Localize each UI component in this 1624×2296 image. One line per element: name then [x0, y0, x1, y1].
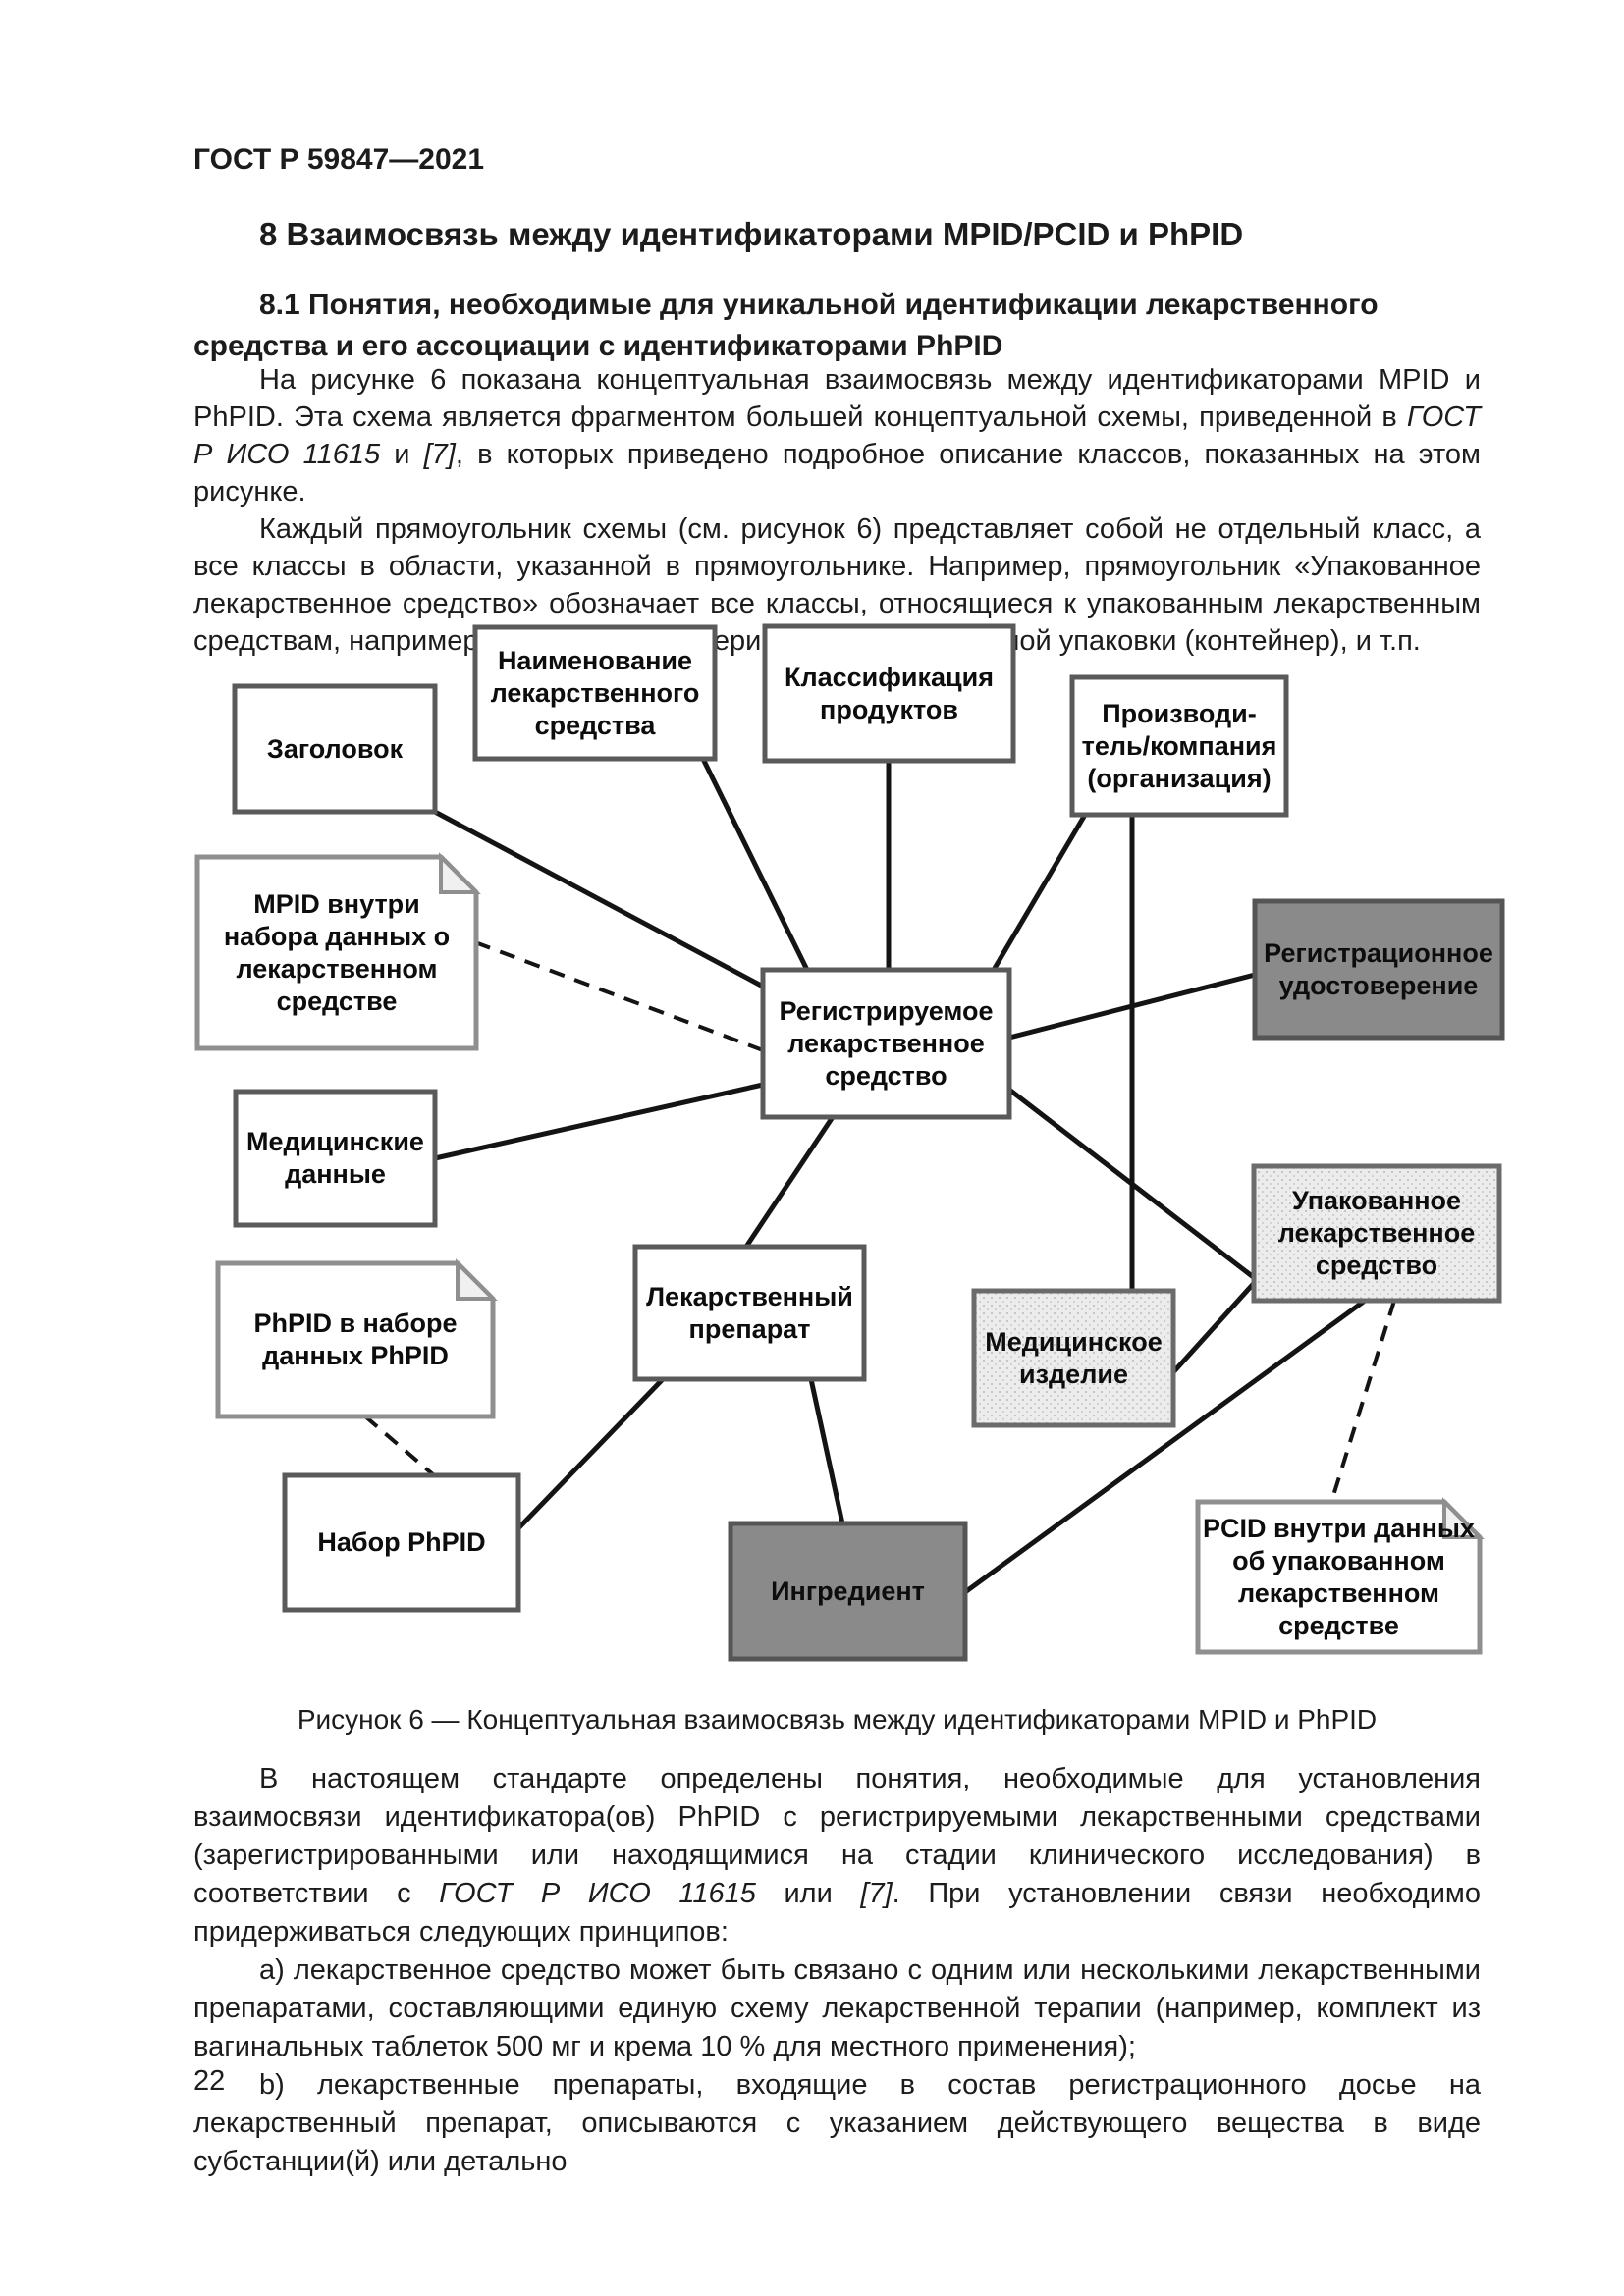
ingredient-label: Ингредиент — [771, 1575, 925, 1606]
proizvoditel-label: Производи- тель/компания (организация) — [1081, 698, 1277, 793]
section-8-1-heading: 8.1 Понятия, необходимые для уникальной … — [193, 289, 1379, 362]
connector-line — [1007, 1088, 1258, 1281]
section-8-heading: 8 Взаимосвязь между идентификаторами MPI… — [259, 216, 1244, 252]
connector-line — [516, 1377, 665, 1530]
connector-line — [1008, 972, 1256, 1041]
naimenovanie-label: Наименование лекарственного средства — [490, 645, 700, 740]
paragraph-1: На рисунке 6 показана концептуальная вза… — [193, 364, 1481, 507]
phpid-nabor-dannyh-label: PhPID в наборе данных PhPID — [253, 1308, 458, 1370]
connector-line — [1171, 1279, 1258, 1374]
connector-line — [474, 940, 764, 1052]
figure-6-caption: Рисунок 6 — Концептуальная взаимосвязь м… — [297, 1704, 1378, 1735]
connector-line — [808, 1378, 845, 1524]
pcid-label: PCID внутри данных об упакованном лекарс… — [1203, 1513, 1475, 1640]
connector-line — [991, 813, 1088, 972]
paragraph-3: В настоящем стандарте определены понятия… — [193, 1763, 1481, 1948]
klassifikaciya-label: Классификация продуктов — [785, 662, 994, 724]
principles-text-block: В настоящем стандарте определены понятия… — [193, 1760, 1481, 2181]
connector-line — [433, 809, 767, 990]
intro-text-block: На рисунке 6 показана концептуальная вза… — [193, 361, 1481, 660]
zagolovok-label: Заголовок — [266, 733, 404, 764]
connector-line — [363, 1415, 436, 1477]
upakovannoe-label: Упакованное лекарственное средство — [1277, 1186, 1476, 1280]
document-header: ГОСТ Р 59847—2021 — [193, 143, 485, 176]
connector-line — [1329, 1300, 1396, 1503]
registriruemoe-label: Регистрируемое лекарственное средство — [779, 995, 994, 1091]
list-item-b: b) лекарственные препараты, входящие в с… — [193, 2069, 1481, 2177]
med-izdelie-label: Медицинское изделие — [985, 1326, 1163, 1389]
connector-line — [743, 1115, 836, 1249]
reg-udostoverenie-label: Регистрационное удостоверение — [1264, 937, 1493, 1000]
mpid-label: MPID внутри набора данных о лекарственно… — [223, 888, 451, 1016]
connector-line — [434, 1082, 764, 1161]
list-item-a: а) лекарственное средство может быть свя… — [193, 1954, 1481, 2062]
page-number: 22 — [193, 2065, 226, 2097]
lek-preparat-label: Лекарственный препарат — [646, 1281, 853, 1344]
connector-layer — [363, 757, 1396, 1595]
connector-line — [700, 757, 810, 972]
med-dannye-label: Медицинские данные — [246, 1127, 424, 1189]
nabor-phpid-label: Набор PhPID — [317, 1527, 486, 1557]
